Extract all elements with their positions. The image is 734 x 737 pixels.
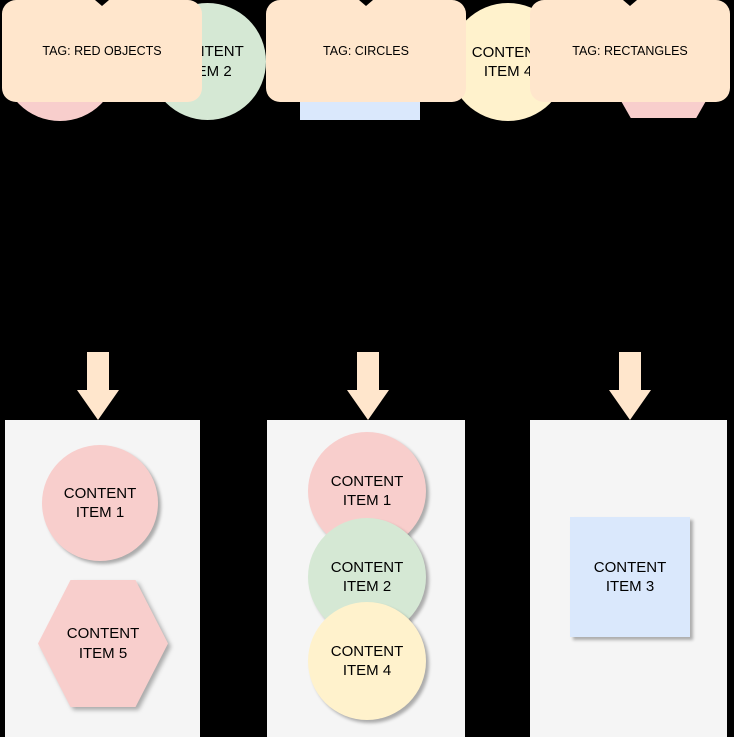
down-arrow-icon xyxy=(347,352,389,420)
group-container-rectangles[interactable]: CONTENT ITEM 3 xyxy=(530,420,727,737)
arrowhead-notch-icon xyxy=(623,0,637,6)
grouped-item-label-line1: CONTENT xyxy=(593,558,667,576)
content-item-4-label-line1: CONTENT xyxy=(471,43,545,61)
grouped-item-label-line2: ITEM 1 xyxy=(342,492,392,509)
tag-red-objects-label: TAG: RED OBJECTS xyxy=(42,44,162,58)
grouped-content-item-4-node[interactable]: CONTENT ITEM 4 xyxy=(308,602,426,720)
grouped-item-label-line2: ITEM 1 xyxy=(75,504,125,521)
tag-rectangles-label: TAG: RECTANGLES xyxy=(572,44,688,58)
tag-red-objects-node[interactable]: TAG: RED OBJECTS xyxy=(2,0,202,102)
grouped-content-item-1-node[interactable]: CONTENT ITEM 1 xyxy=(42,445,158,561)
tag-circles-label: TAG: CIRCLES xyxy=(323,44,409,58)
arrowhead-notch-icon xyxy=(95,0,109,6)
grouped-item-label-line2: ITEM 3 xyxy=(605,578,655,595)
tag-circles-node[interactable]: TAG: CIRCLES xyxy=(266,0,466,102)
hexagon-shape: CONTENT ITEM 5 xyxy=(38,580,168,707)
content-item-4-label-line2: ITEM 4 xyxy=(483,63,533,80)
group-container-circles[interactable]: CONTENT ITEM 1 CONTENT ITEM 2 CONTENT IT… xyxy=(267,420,465,737)
grouped-item-label-line1: CONTENT xyxy=(66,625,140,642)
grouped-item-label-line1: CONTENT xyxy=(330,472,404,490)
arrowhead-notch-icon xyxy=(359,0,373,6)
grouped-item-label-line1: CONTENT xyxy=(63,484,137,502)
grouped-item-label-line1: CONTENT xyxy=(330,558,404,576)
grouped-content-item-5-node[interactable]: CONTENT ITEM 5 xyxy=(38,580,168,707)
grouped-item-label-line2: ITEM 2 xyxy=(342,578,392,595)
down-arrow-icon xyxy=(609,352,651,420)
grouped-content-item-3-node[interactable]: CONTENT ITEM 3 xyxy=(570,517,690,637)
down-arrow-icon xyxy=(77,352,119,420)
grouped-item-label-line1: CONTENT xyxy=(330,642,404,660)
grouped-item-label-line2: ITEM 5 xyxy=(78,644,128,662)
grouped-item-label-line2: ITEM 4 xyxy=(342,662,392,679)
group-container-red-objects[interactable]: CONTENT ITEM 1 CONTENT ITEM 5 xyxy=(5,420,200,737)
tag-rectangles-node[interactable]: TAG: RECTANGLES xyxy=(530,0,730,102)
